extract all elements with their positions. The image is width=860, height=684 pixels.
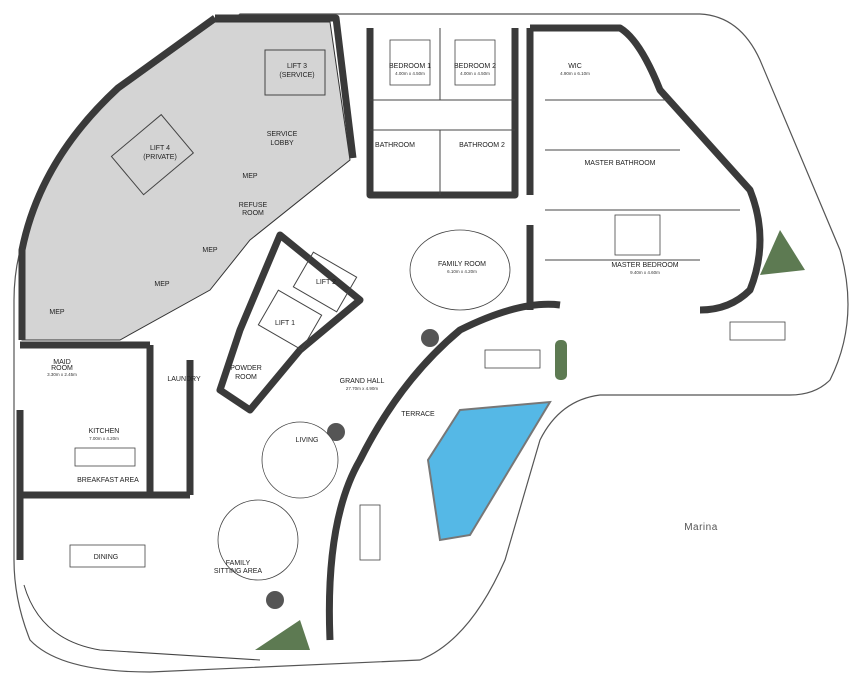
- master-partitions: [545, 99, 740, 261]
- label-family-sitting-line2: SITTING AREA: [214, 568, 263, 575]
- lift-1-box: [257, 289, 323, 351]
- label-maid-room: MAID: [53, 359, 71, 366]
- label-powder-line2: ROOM: [235, 374, 257, 381]
- planter-east: [760, 230, 805, 275]
- exterior-wall: [18, 14, 357, 340]
- lift-3-box: [264, 49, 326, 96]
- label-breakfast: BREAKFAST AREA: [77, 477, 139, 484]
- planter-south: [255, 620, 310, 650]
- label-bedroom2-size: 4.00m x 4.50m: [460, 71, 490, 76]
- bed-2: [454, 39, 496, 86]
- label-living: LIVING: [296, 437, 319, 444]
- label-grand-hall-size: 27.70m x 4.90m: [346, 386, 379, 391]
- lift-2-box: [292, 251, 358, 313]
- kitchen-island: [74, 447, 136, 467]
- family-sitting-seating: [217, 499, 299, 581]
- column: [421, 329, 439, 347]
- curved-wall-grand-hall: [325, 300, 561, 641]
- label-marina: Marina: [684, 522, 718, 533]
- label-master-bedroom-size: 9.40m x 4.60m: [630, 270, 660, 275]
- label-family-sitting-line1: FAMILY: [226, 560, 251, 567]
- south-curved-facade: [23, 584, 261, 661]
- label-lift3-line1: LIFT 3: [287, 63, 307, 70]
- label-wic: WIC: [568, 63, 582, 70]
- label-master-bedroom: MASTER BEDROOM: [611, 262, 678, 269]
- label-bedroom1: BEDROOM 1: [389, 63, 431, 70]
- label-family-room: FAMILY ROOM: [438, 261, 486, 268]
- label-bathroom1: BATHROOM: [375, 142, 415, 149]
- label-mep-d: MEP: [49, 309, 65, 316]
- column: [327, 423, 345, 441]
- label-lift4-line2: (PRIVATE): [143, 154, 177, 161]
- label-maid-room-size: 3.30m x 2.45m: [47, 372, 77, 377]
- label-kitchen: KITCHEN: [89, 428, 120, 435]
- label-terrace: TERRACE: [401, 411, 435, 418]
- master-bed: [614, 214, 661, 256]
- label-refuse-line2: ROOM: [242, 210, 264, 217]
- label-kitchen-size: 7.00m x 4.20m: [89, 436, 119, 441]
- living-seating: [261, 421, 339, 499]
- bed-1: [389, 39, 431, 86]
- interior-walls: [20, 28, 534, 499]
- label-bedroom2: BEDROOM 2: [454, 63, 496, 70]
- label-laundry: LAUNDRY: [167, 376, 201, 383]
- label-dining: DINING: [94, 554, 119, 561]
- swimming-pool: [426, 400, 552, 542]
- terrace-sofa: [729, 321, 786, 341]
- label-grand-hall: GRAND HALL: [340, 378, 385, 385]
- label-bathroom2: BATHROOM 2: [459, 142, 505, 149]
- family-room-seating: [409, 229, 511, 311]
- label-powder-line1: POWDER: [230, 365, 262, 372]
- label-family-room-size: 6.10m x 4.20m: [447, 269, 477, 274]
- bedroom-partitions: [370, 28, 515, 195]
- label-refuse-line1: REFUSE: [239, 202, 268, 209]
- label-master-bathroom: MASTER BATHROOM: [584, 160, 655, 167]
- dining-table: [69, 544, 146, 568]
- planter-terrace: [555, 340, 567, 380]
- label-lift2: LIFT 2: [316, 279, 336, 286]
- label-mep-c: MEP: [154, 281, 170, 288]
- curved-wall-east: [530, 24, 764, 314]
- label-mep-a: MEP: [242, 173, 258, 180]
- label-lift3-line2: (SERVICE): [279, 72, 314, 79]
- label-mep-b: MEP: [202, 247, 218, 254]
- label-bedroom1-size: 4.00m x 4.50m: [395, 71, 425, 76]
- terrace-lounger: [359, 504, 381, 561]
- label-wic-size: 4.90m x 6.10m: [560, 71, 590, 76]
- label-lift4-line1: LIFT 4: [150, 145, 170, 152]
- lift-4-box: [110, 113, 195, 196]
- label-service-lobby-line2: LOBBY: [270, 140, 294, 147]
- label-service-lobby-line1: SERVICE: [267, 131, 298, 138]
- label-lift1: LIFT 1: [275, 320, 295, 327]
- terrace-dining-table: [484, 349, 541, 369]
- label-maid-room-line2: ROOM: [51, 365, 73, 372]
- column: [266, 591, 284, 609]
